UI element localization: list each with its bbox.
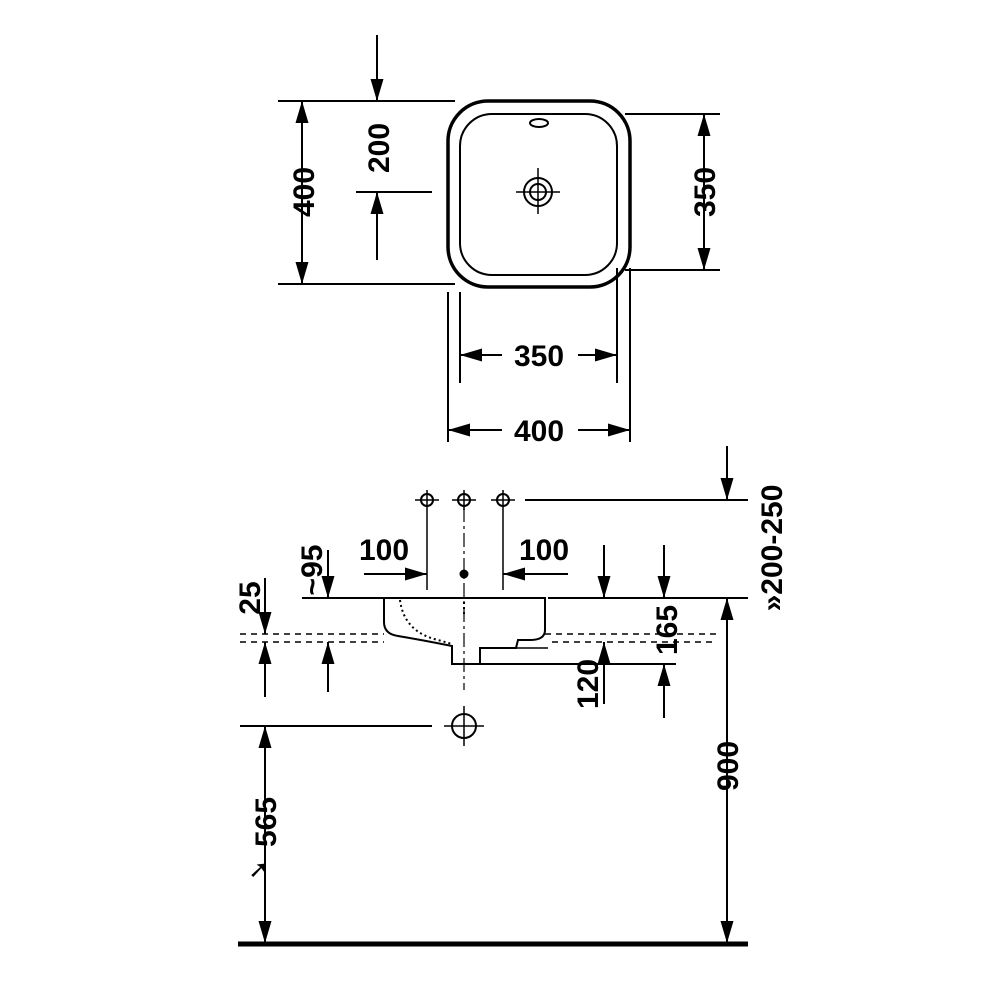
basin-interior-profile <box>399 599 453 645</box>
top-view: 400 200 350 350 <box>278 35 722 448</box>
dim-tap-spacing-right: 100 <box>503 534 569 581</box>
dim-label-100-left: 100 <box>359 534 409 567</box>
dim-rim-height: 900 <box>712 598 745 943</box>
dim-overall-width: 400 <box>448 415 630 448</box>
side-view: 100 100 ~95 25 »200-250 <box>234 446 789 947</box>
dim-label-approx-95: ~95 <box>296 545 329 596</box>
basin-side-profile <box>383 597 546 665</box>
dim-label-120: 120 <box>572 659 605 709</box>
dim-bowl-height: 350 <box>689 114 722 270</box>
dim-rim-thickness: 25 <box>234 578 272 697</box>
overflow-slot <box>529 118 549 128</box>
dim-label-200-250: »200-250 <box>756 485 789 612</box>
dim-tap-spacing-left: 100 <box>359 534 427 581</box>
dim-label-350-vertical: 350 <box>689 167 722 217</box>
dim-drain-depth: 120 <box>572 545 611 709</box>
dim-overall-height: 400 <box>288 101 321 284</box>
dim-bowl-width: 350 <box>460 340 617 373</box>
dim-tap-rim-distance: ~95 <box>296 545 335 692</box>
arrow-marker-icon: ➘ <box>244 860 272 880</box>
dim-label-400-horizontal: 400 <box>514 415 564 448</box>
tap-hole-right-icon <box>491 490 515 510</box>
dim-waste-height: 565 ➘ <box>244 726 283 943</box>
dim-tap-height-range: »200-250 <box>720 446 789 612</box>
dim-drain-offset: 200 <box>363 35 396 260</box>
tap-center-dot <box>459 569 469 579</box>
waste-outlet-icon <box>444 706 484 746</box>
tap-hole-left-icon <box>415 490 439 510</box>
dim-label-400-vertical: 400 <box>288 167 321 217</box>
basin-inner-bowl <box>459 113 618 276</box>
basin-outer-outline <box>446 99 632 289</box>
drain-icon <box>516 168 560 214</box>
tap-hole-center-icon <box>452 490 476 510</box>
dim-basin-depth: 165 <box>651 545 684 718</box>
dim-label-565: 565 <box>250 797 283 847</box>
dim-label-200: 200 <box>363 123 396 173</box>
dim-label-100-right: 100 <box>519 534 569 567</box>
dim-label-25: 25 <box>234 581 267 614</box>
dim-label-900: 900 <box>712 741 745 791</box>
dim-label-165: 165 <box>651 605 684 655</box>
dim-label-350-horizontal: 350 <box>514 340 564 373</box>
